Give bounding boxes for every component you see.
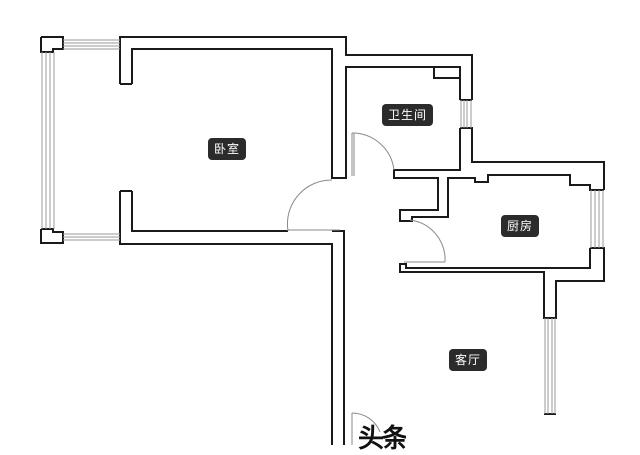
bedroom-top-wall [119,36,473,100]
walls [40,36,605,445]
room-label-kitchen: 厨房 [501,215,540,237]
watermark-text: 头条 [358,424,407,454]
bathroom-right-lower [393,128,604,222]
bathroom-door-arc [351,132,395,171]
windows [41,39,604,414]
doors [286,132,446,445]
kitchen-right-lower [399,247,605,319]
bedroom-lower-stub [119,191,333,445]
room-label-bedroom: 卧室 [208,138,247,160]
entrance-door-arc [351,412,381,433]
bedroom-inner-top [131,48,461,179]
room-label-living-room: 客厅 [449,349,488,371]
bedroom-door-arc [286,179,333,232]
kitchen-door-arc [409,219,446,263]
room-label-bathroom: 卫生间 [382,104,434,126]
